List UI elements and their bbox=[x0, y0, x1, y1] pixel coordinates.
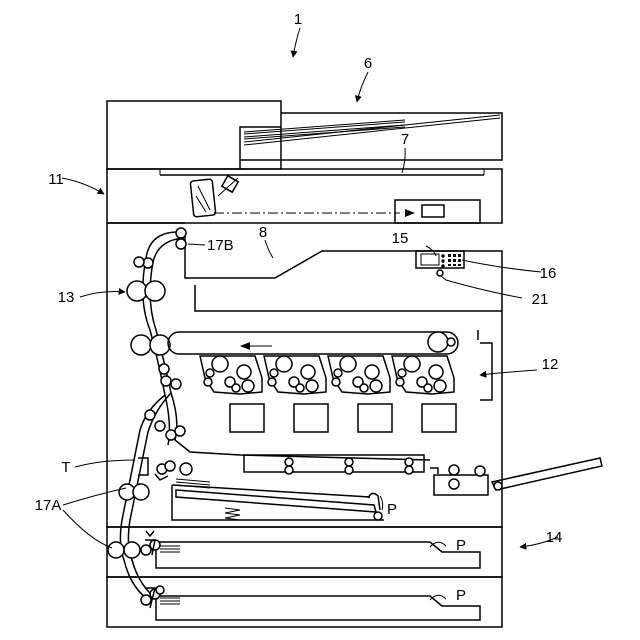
label-path-sensor-lower: 17A bbox=[35, 497, 62, 514]
label-scanner: 11 bbox=[48, 171, 64, 188]
label-document-feeder: 6 bbox=[364, 55, 372, 72]
image-forming-unit-3 bbox=[328, 356, 392, 432]
image-forming-unit-4 bbox=[392, 356, 456, 432]
label-sensor: 21 bbox=[532, 291, 549, 308]
image-forming-unit-1 bbox=[200, 356, 264, 432]
reference-labels: 1 6 7 11 8 17B 15 16 21 13 12 T 17A P 14… bbox=[35, 11, 563, 604]
feed-section bbox=[107, 527, 502, 627]
label-path-sensor-upper: 17B bbox=[207, 237, 234, 254]
paper-drawer-2 bbox=[141, 586, 480, 620]
label-fixing-unit: 13 bbox=[58, 289, 75, 306]
image-forming-units bbox=[200, 356, 456, 432]
body-cassette bbox=[119, 479, 384, 520]
label-output-tray: 8 bbox=[259, 224, 267, 241]
label-paper-manual: P bbox=[387, 501, 397, 518]
manual-feed-tray bbox=[430, 458, 602, 495]
label-display-unit: 16 bbox=[540, 265, 557, 282]
label-printer: 1 bbox=[294, 11, 302, 28]
paper-transport-path bbox=[120, 232, 430, 598]
paper-drawer-1 bbox=[108, 531, 480, 568]
label-transport-path: T bbox=[61, 459, 70, 476]
document-feeder bbox=[107, 101, 502, 169]
label-paper-cassette-1: P bbox=[456, 537, 466, 554]
label-feed-section: 14 bbox=[546, 529, 563, 546]
label-operation-panel: 15 bbox=[392, 230, 409, 247]
label-image-forming-section: 12 bbox=[542, 356, 559, 373]
label-paper-cassette-2: P bbox=[456, 587, 466, 604]
operation-panel bbox=[416, 251, 464, 276]
label-platen: 7 bbox=[401, 131, 409, 148]
scanner-unit bbox=[107, 169, 502, 223]
image-forming-unit-2 bbox=[264, 356, 328, 432]
